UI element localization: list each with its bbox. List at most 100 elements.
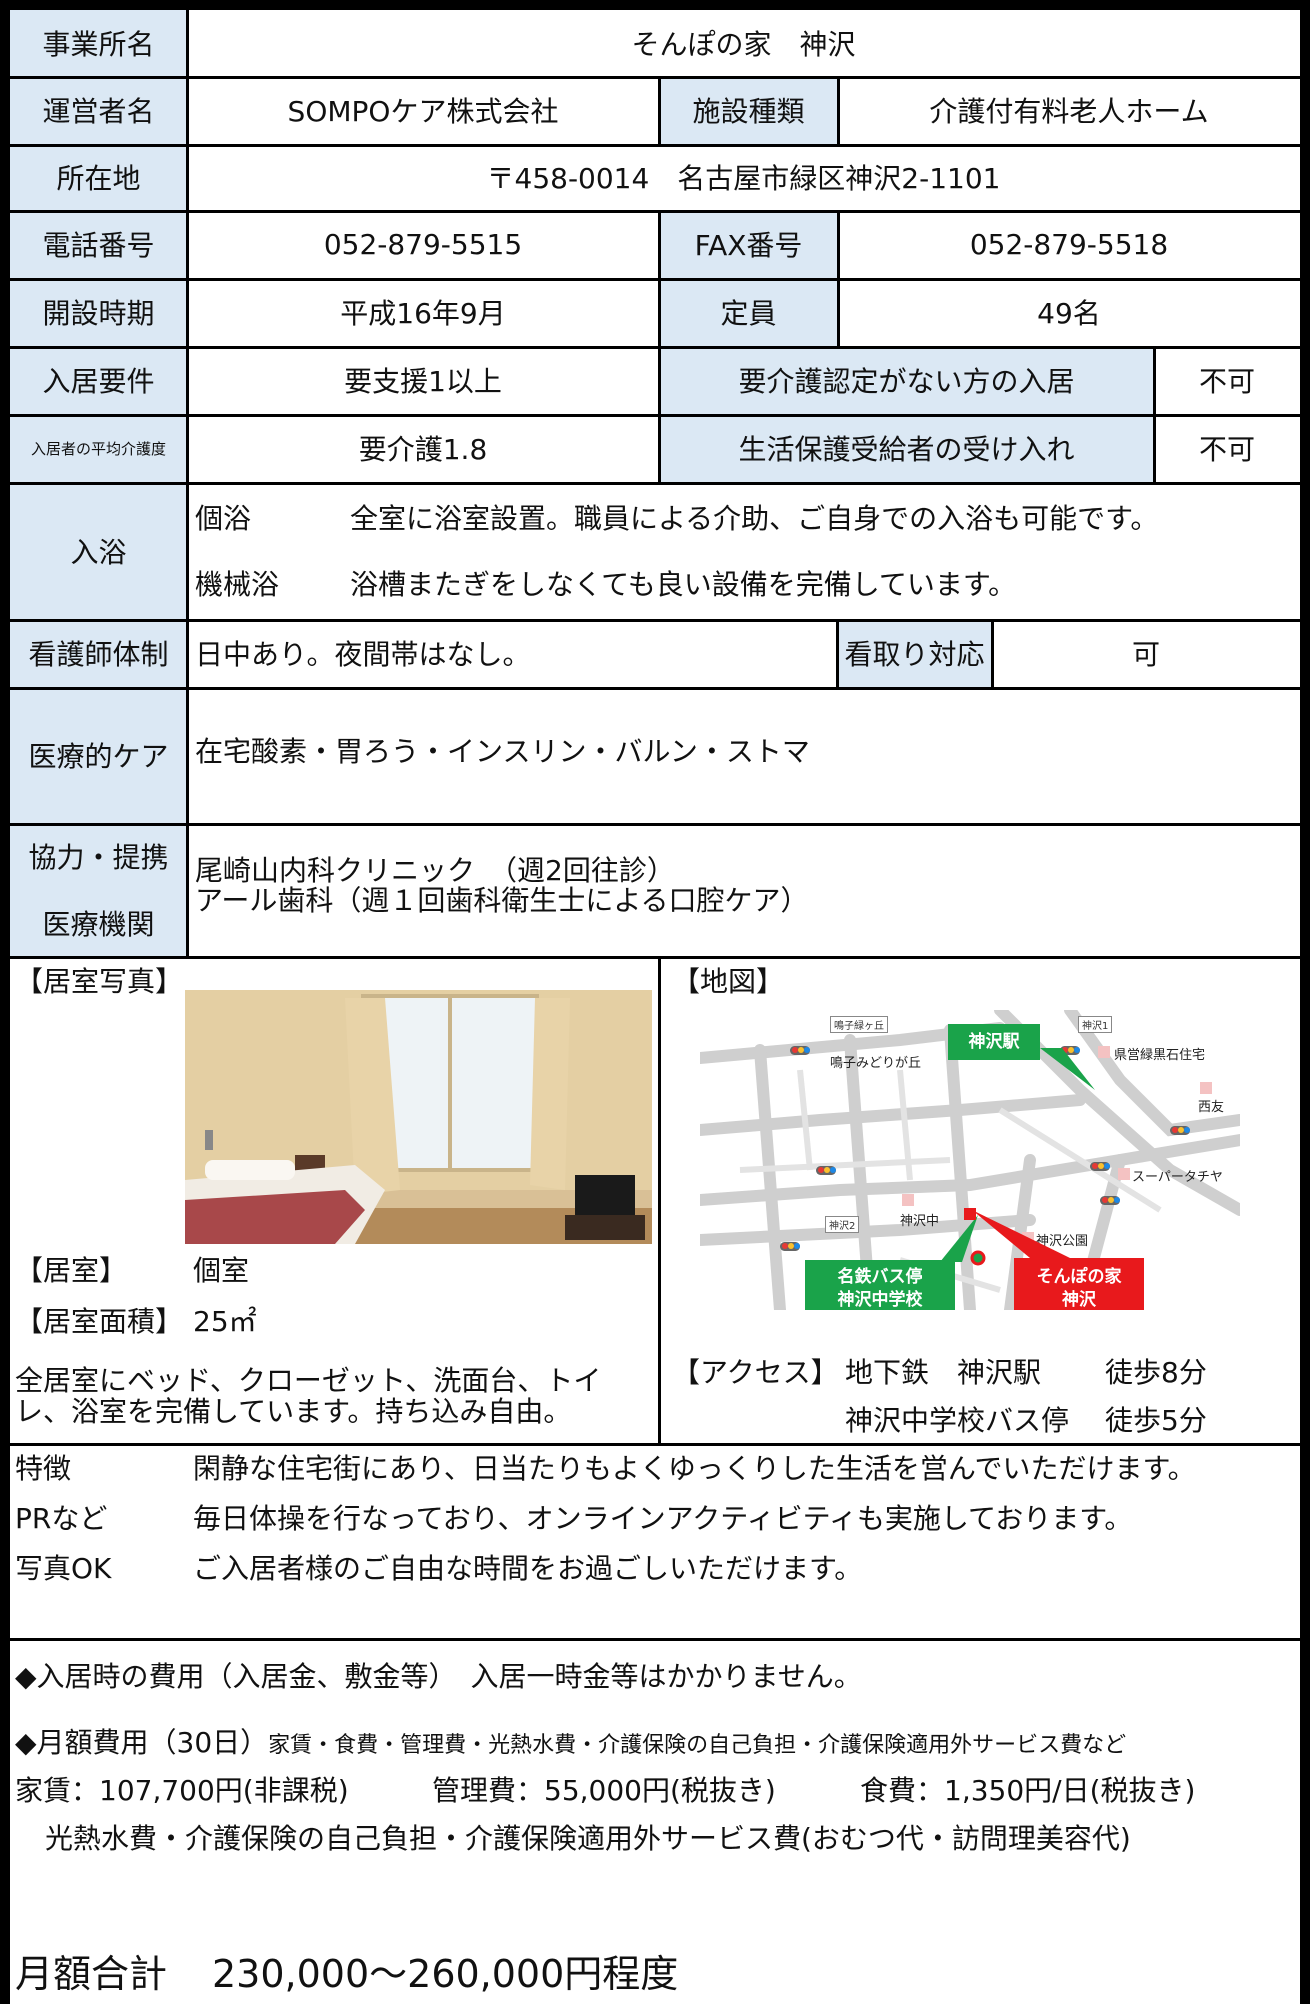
rule-v: [658, 76, 661, 144]
initial-cost: ◆入居時の費用（入居金、敷金等） 入居一時金等はかかりません。: [15, 1660, 862, 1693]
food-cost: 食費：1,350円/日(税抜き): [860, 1774, 1196, 1807]
traffic-light-icon: [816, 1166, 836, 1175]
total-label: 月額合計: [15, 1952, 168, 1996]
feature-label-1: 特徴: [15, 1452, 72, 1485]
room-photo-heading: 【居室写真】: [15, 965, 184, 998]
no-cert-value: 不可: [1198, 365, 1255, 398]
feature-label-3: 写真OK: [15, 1552, 112, 1585]
room-photo: [185, 990, 652, 1244]
fax-label: FAX番号: [659, 210, 838, 278]
bath-machine-text: 浴槽またぎをしなくても良い設備を完備しています。: [350, 568, 1017, 601]
rule-h: [0, 956, 1310, 959]
partner-label-line1: 協力・提携: [28, 841, 169, 875]
partner-line2: アール歯科（週１回歯科衛生士による口腔ケア）: [195, 884, 809, 917]
traffic-light-icon: [1100, 1196, 1120, 1205]
map-marker-supermarket: [1118, 1168, 1130, 1180]
rule-h: [0, 76, 1310, 79]
home-pin-line1: そんぽの家: [1036, 1267, 1122, 1288]
nursing-value: 日中あり。夜間帯はなし。: [195, 638, 531, 671]
rule-h: [0, 619, 1310, 622]
rent-cost: 家賃：107,700円(非課税): [15, 1774, 349, 1807]
access-subway: 地下鉄 神沢駅: [845, 1356, 1042, 1389]
opened-label: 開設時期: [10, 278, 187, 346]
rule-v: [991, 619, 994, 687]
terminal-label: 看取り対応: [837, 619, 992, 687]
access-label: 【アクセス】: [672, 1356, 839, 1389]
terminal-value: 可: [1131, 638, 1160, 671]
rule-v: [837, 210, 840, 346]
room-label: 【居室】: [15, 1254, 128, 1287]
bus-stop-pin-line1: 名鉄バス停: [837, 1267, 923, 1288]
monthly-cost-heading: ◆月額費用（30日）家賃・食費・管理費・光熱水費・介護保険の自己負担・介護保険適…: [15, 1726, 1126, 1760]
traffic-light-icon: [790, 1046, 810, 1055]
map-label-park: 神沢公園: [1036, 1234, 1089, 1249]
no-cert-label: 要介護認定がない方の入居: [659, 346, 1154, 414]
home-pin-line2: 神沢: [1062, 1290, 1096, 1310]
map: 鳴子緑ヶ丘 鳴子みどりが丘 神沢1 神沢2 県営緑黒石住宅 西友 スーパータチヤ…: [700, 1010, 1240, 1310]
map-tag-narumi: 鳴子緑ヶ丘: [830, 1016, 888, 1033]
rule-v: [1153, 346, 1156, 482]
rule-v: [837, 76, 840, 144]
station-pin: 神沢駅: [948, 1024, 1040, 1060]
home-pin: そんぽの家 神沢: [1014, 1258, 1144, 1310]
map-label-school: 神沢中: [900, 1214, 940, 1229]
rule-v: [658, 956, 661, 1443]
border-left: [0, 0, 10, 2004]
address-label: 所在地: [10, 144, 187, 210]
monthly-cost-items: 家賃・食費・管理費・光熱水費・介護保険の自己負担・介護保険適用外サービス費など: [268, 1733, 1127, 1758]
medical-value: 在宅酸素・胃ろう・インスリン・バルン・ストマ: [195, 735, 810, 768]
partner-line1: 尾崎山内科クリニック （週2回往診）: [195, 854, 675, 887]
map-marker-seiyu: [1200, 1082, 1212, 1094]
bath-machine-label: 機械浴: [195, 568, 280, 601]
room-desc-line2: レ、浴室を完備しています。持ち込み自由。: [15, 1395, 572, 1428]
rule-v: [186, 10, 189, 956]
fax-value: 052-879-5518: [969, 227, 1169, 261]
requirement-value: 要支援1以上: [344, 365, 502, 398]
map-marker-school: [902, 1194, 914, 1206]
access-bus-time: 徒歩5分: [1105, 1404, 1207, 1437]
map-heading: 【地図】: [672, 965, 785, 998]
map-label-narumi: 鳴子みどりが丘: [830, 1056, 922, 1071]
area-value: 25㎡: [193, 1305, 257, 1338]
traffic-light-icon: [1170, 1126, 1190, 1135]
business-name: そんぽの家 神沢: [631, 28, 856, 61]
map-pointers: [940, 1048, 1095, 1266]
map-label-seiyu: 西友: [1198, 1100, 1225, 1115]
area-label: 【居室面積】: [15, 1305, 184, 1338]
facility-type-value: 介護付有料老人ホーム: [929, 95, 1209, 128]
feature-text-3: ご入居者様のご自由な時間をお過ごしいただけます。: [193, 1552, 863, 1585]
rule-h: [0, 278, 1310, 281]
bath-individual-label: 個浴: [195, 502, 252, 535]
nursing-label: 看護師体制: [10, 619, 187, 687]
welfare-label: 生活保護受給者の受け入れ: [659, 414, 1154, 482]
map-marker-housing: [1098, 1046, 1110, 1058]
access-bus: 神沢中学校バス停: [845, 1404, 1070, 1437]
monthly-cost-head: ◆月額費用（30日）: [15, 1726, 269, 1759]
management-cost: 管理費：55,000円(税抜き): [432, 1774, 776, 1807]
rule-h: [0, 346, 1310, 349]
rule-h: [0, 144, 1310, 147]
address-value: 〒458-0014 名古屋市緑区神沢2-1101: [486, 162, 1001, 195]
total-value: 230,000～260,000円程度: [212, 1952, 679, 1996]
avg-care-label: 入居者の平均介護度: [10, 414, 187, 482]
rule-h: [0, 1443, 1310, 1446]
rule-v: [658, 346, 661, 482]
bath-individual-text: 全室に浴室設置。職員による介助、ご自身での入浴も可能です。: [350, 502, 1159, 535]
phone-value: 052-879-5515: [323, 227, 523, 261]
operator-value: SOMPOケア株式会社: [287, 95, 559, 128]
bus-stop-pin-line2: 神沢中学校: [837, 1290, 923, 1310]
feature-text-1: 閑静な住宅街にあり、日当たりもよくゆっくりした生活を営んでいただけます。: [193, 1452, 1196, 1485]
rule-h: [0, 210, 1310, 213]
rule-v: [658, 210, 661, 346]
map-label-supermarket: スーパータチヤ: [1132, 1170, 1223, 1185]
bath-label: 入浴: [10, 482, 187, 619]
traffic-light-icon: [780, 1242, 800, 1251]
map-label-housing: 県営緑黒石住宅: [1114, 1048, 1206, 1063]
welfare-value: 不可: [1198, 433, 1255, 466]
room-desc-line1: 全居室にベッド、クローゼット、洗面台、トイ: [15, 1364, 602, 1397]
avg-care-value: 要介護1.8: [358, 433, 488, 466]
feature-text-2: 毎日体操を行なっており、オンラインアクティビティも実施しております。: [193, 1502, 1133, 1535]
rule-h: [0, 482, 1310, 485]
facility-type-label: 施設種類: [659, 76, 838, 144]
